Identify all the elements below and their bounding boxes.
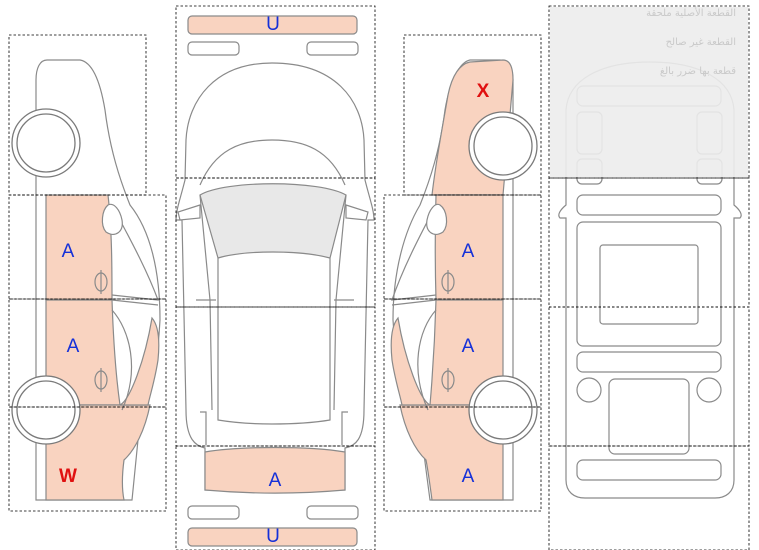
zone-underside-front[interactable]	[548, 5, 750, 179]
legend-item-2: القطعة غير صالح	[666, 37, 736, 48]
code-left-front-door: A	[62, 241, 75, 262]
underside-rear-bar	[576, 459, 722, 481]
code-right-rear-quarter: A	[462, 466, 475, 487]
left-front-door-handle	[94, 270, 108, 294]
right-side-view: X A A A	[383, 34, 542, 512]
underside-crossmember-1	[576, 194, 722, 216]
underside-fuel-tank	[608, 378, 690, 455]
left-rear-wheel-rim	[16, 380, 76, 440]
left-side-view: A A W	[8, 34, 167, 512]
underside-floor-center	[599, 244, 699, 325]
right-rear-quarter-upper	[390, 316, 431, 406]
right-front-door-handle	[441, 270, 455, 294]
underside-right-hub	[696, 377, 722, 403]
zone-underside-rear[interactable]	[548, 445, 750, 550]
top-right-mirror	[345, 204, 369, 221]
top-trunk-panel[interactable]	[204, 446, 346, 494]
top-right-taillight	[306, 505, 359, 520]
top-side-lines	[196, 299, 354, 445]
code-top-rear-bumper: U	[266, 526, 280, 547]
zone-right-front-fender[interactable]	[403, 34, 542, 196]
code-right-rear-door: A	[462, 336, 475, 357]
underside-crossmember-2	[576, 351, 722, 373]
top-right-headlight	[306, 41, 359, 56]
top-rear-bumper[interactable]	[187, 527, 358, 547]
top-left-taillight	[187, 505, 240, 520]
zone-top-rear[interactable]	[175, 445, 376, 550]
legend-panel	[550, 7, 748, 177]
left-front-door-panel[interactable]	[45, 194, 113, 301]
code-right-front-door: A	[462, 241, 475, 262]
zone-right-rear-quarter[interactable]	[383, 406, 542, 512]
left-rear-door-handle	[94, 368, 108, 392]
right-front-wheel-rim	[473, 116, 533, 176]
code-right-front-fender: X	[477, 81, 490, 102]
code-top-trunk: A	[269, 470, 282, 491]
underside-left-hub	[576, 377, 602, 403]
zone-left-rear-quarter[interactable]	[8, 406, 167, 512]
top-left-headlight	[187, 41, 240, 56]
top-hood-line	[199, 139, 346, 186]
left-mirror	[101, 203, 123, 235]
top-windshield	[199, 183, 347, 259]
right-rear-door-handle	[441, 368, 455, 392]
top-front-bumper[interactable]	[187, 15, 358, 35]
left-front-wheel-rim	[16, 113, 76, 173]
top-left-mirror	[177, 204, 201, 221]
right-rear-wheel-rim	[473, 380, 533, 440]
code-left-rear-door: A	[67, 336, 80, 357]
underside-view: القطعة الأصلية ملحقة القطعة غير صالح قطع…	[548, 5, 750, 550]
legend-item-1: القطعة الأصلية ملحقة	[646, 6, 736, 19]
right-mirror	[426, 203, 448, 235]
left-rear-quarter-upper	[119, 316, 160, 406]
legend-item-3: قطعة بها ضرر بالغ	[660, 66, 736, 77]
code-left-rear-quarter: W	[59, 466, 77, 487]
code-top-front-bumper: U	[266, 14, 280, 35]
top-view: U A U	[175, 5, 376, 550]
